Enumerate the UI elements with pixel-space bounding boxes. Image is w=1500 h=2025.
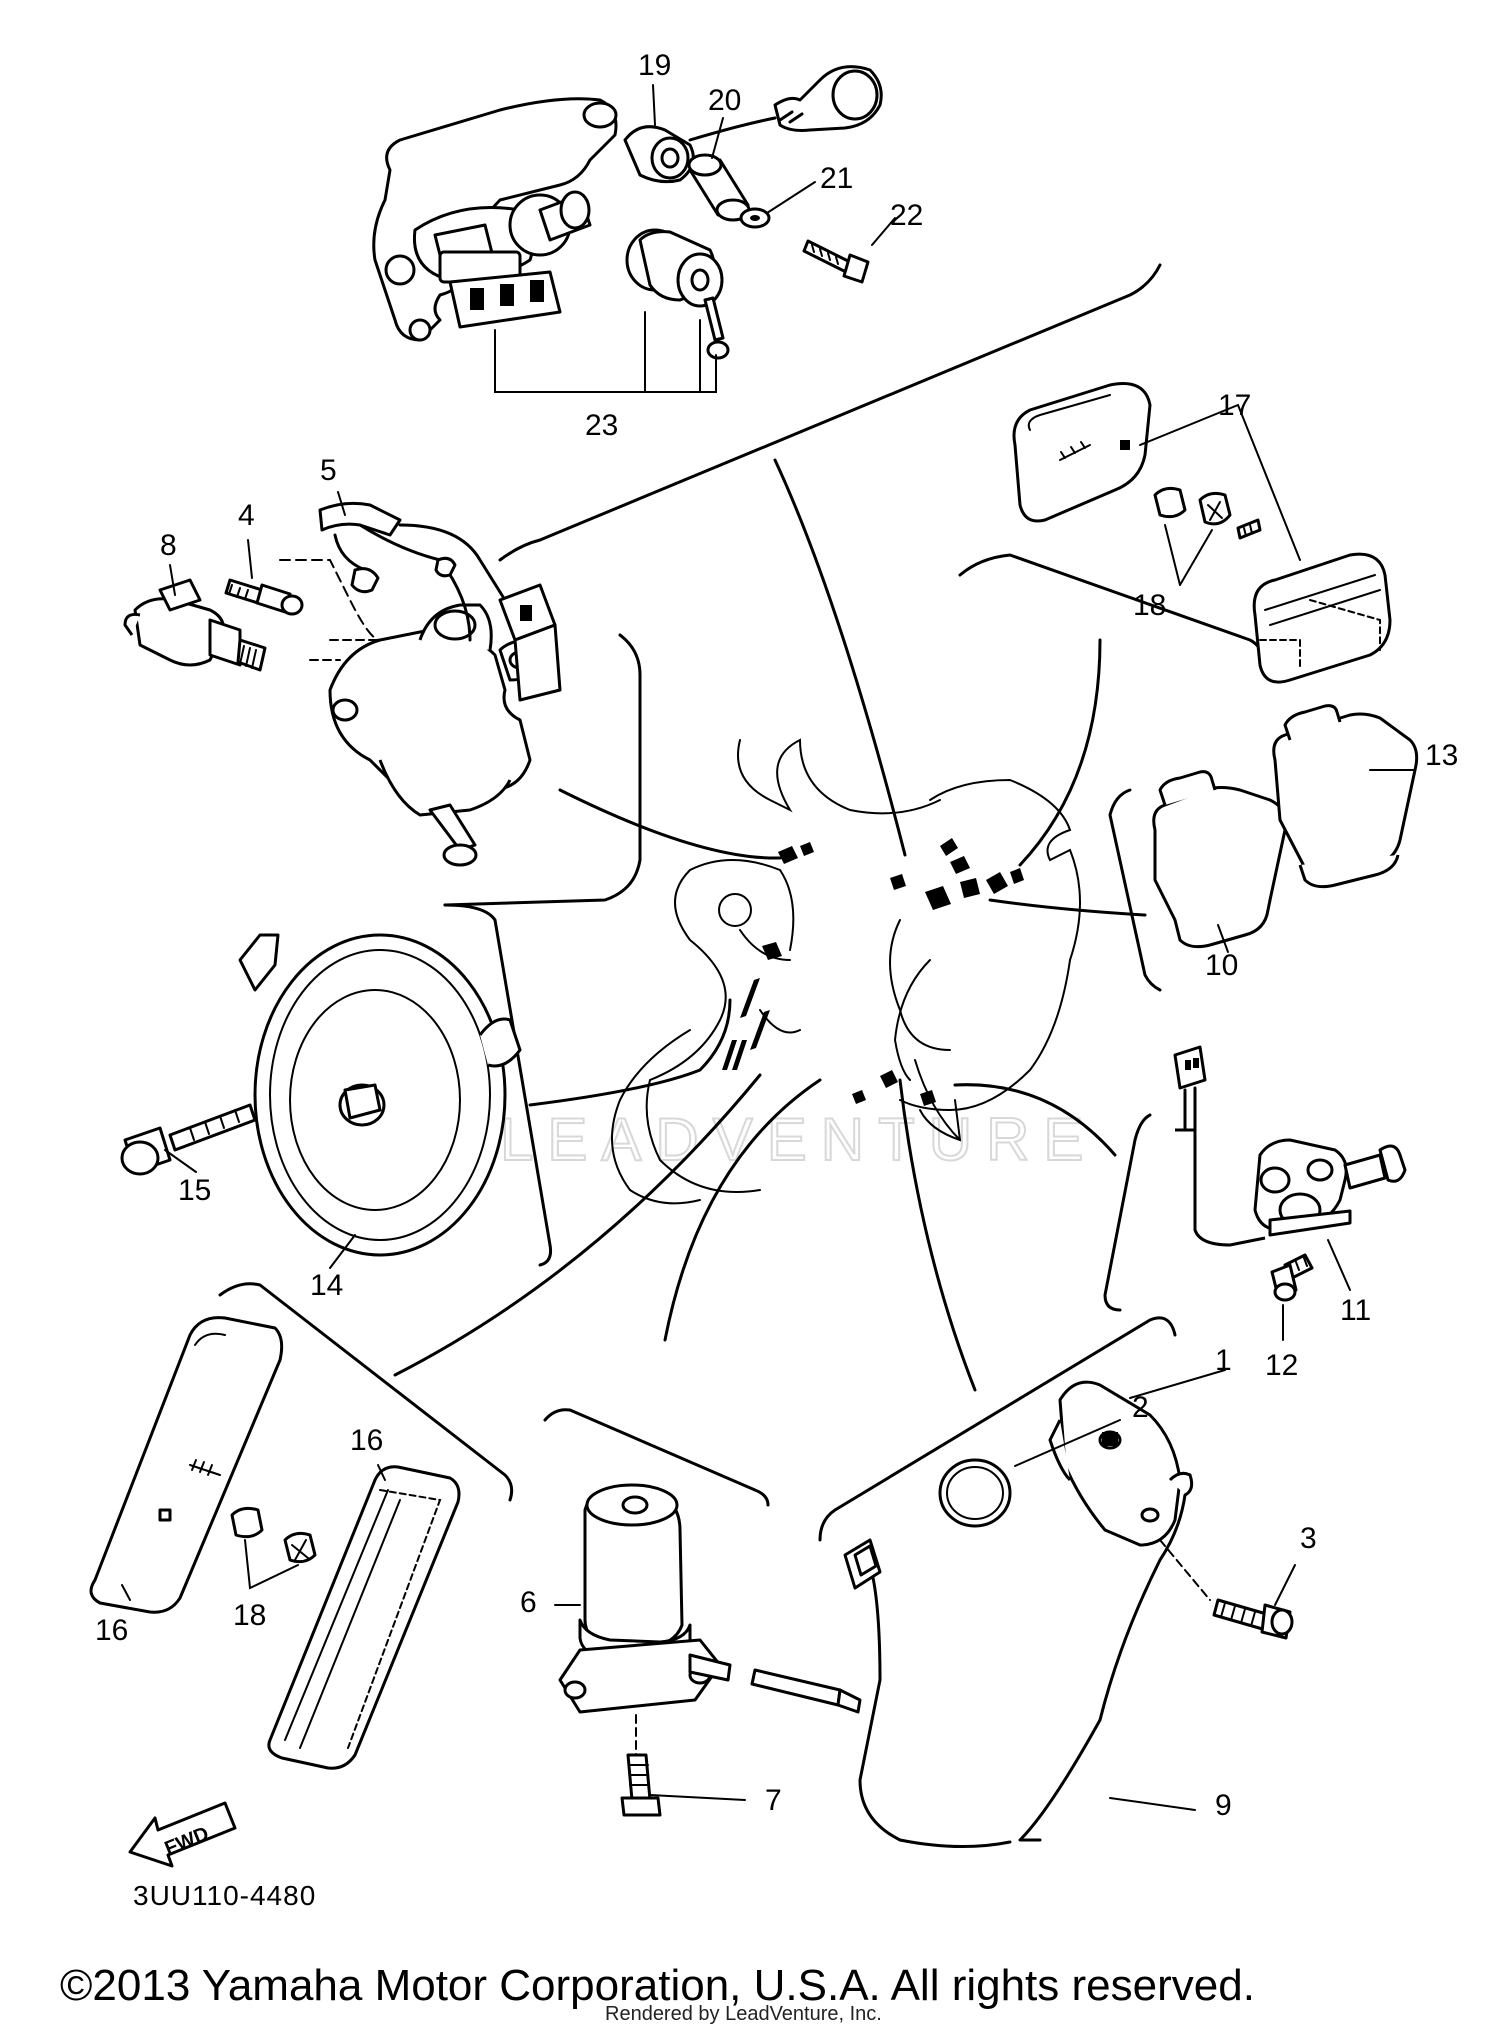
leaders-top bbox=[652, 84, 896, 246]
label-part-21: 21 bbox=[820, 162, 853, 195]
label-part-11: 11 bbox=[1340, 1294, 1371, 1327]
sensor-plate bbox=[843, 1380, 1294, 1849]
label-part-9: 9 bbox=[1215, 1789, 1232, 1822]
label-part-23: 23 bbox=[585, 409, 618, 442]
label-part-22: 22 bbox=[890, 199, 923, 232]
actuator-assembly bbox=[372, 65, 883, 393]
label-part-4: 4 bbox=[238, 499, 255, 532]
label-part-19: 19 bbox=[638, 49, 671, 82]
tail-reflectors bbox=[1012, 382, 1392, 684]
label-part-14: 14 bbox=[310, 1269, 343, 1302]
diagram-code: 3UU110-4480 bbox=[133, 1880, 316, 1911]
copyright-notice: ©2013 Yamaha Motor Corporation, U.S.A. A… bbox=[60, 1961, 1255, 2010]
label-part-18-right: 18 bbox=[1133, 589, 1166, 622]
label-part-2: 2 bbox=[1132, 1391, 1149, 1424]
label-part-12: 12 bbox=[1265, 1349, 1298, 1382]
label-leaders bbox=[121, 491, 1416, 1811]
horn bbox=[120, 933, 522, 1257]
rendered-by-notice: Rendered by LeadVenture, Inc. bbox=[605, 2003, 882, 2025]
watermark-text: LEADVENTURE bbox=[500, 1106, 1097, 1173]
label-part-13: 13 bbox=[1425, 739, 1458, 772]
label-part-15: 15 bbox=[178, 1174, 211, 1207]
label-part-7: 7 bbox=[765, 1784, 782, 1817]
label-part-17: 17 bbox=[1218, 389, 1251, 422]
temperature-sensors bbox=[123, 501, 562, 867]
label-part-20: 20 bbox=[708, 84, 741, 117]
level-sensor bbox=[558, 1483, 862, 1817]
label-part-16-right: 16 bbox=[350, 1424, 383, 1457]
part-labels: 1 2 3 4 5 6 7 8 9 10 11 12 13 14 15 16 1… bbox=[95, 49, 1458, 1822]
label-part-18-left: 18 bbox=[233, 1599, 266, 1632]
label-part-10: 10 bbox=[1205, 949, 1238, 982]
label-part-1: 1 bbox=[1215, 1344, 1232, 1377]
section-brackets bbox=[218, 263, 1264, 1542]
callout-lines bbox=[393, 458, 1147, 1392]
relays bbox=[1152, 704, 1419, 949]
label-part-3: 3 bbox=[1300, 1522, 1317, 1555]
label-part-16-left: 16 bbox=[95, 1614, 128, 1647]
label-part-5: 5 bbox=[320, 454, 337, 487]
position-sensor bbox=[1173, 1045, 1407, 1302]
side-reflectors bbox=[89, 1316, 461, 1770]
harness-connectors bbox=[722, 838, 1024, 1141]
watermark: LEADVENTURE bbox=[499, 1105, 1097, 1174]
label-part-8: 8 bbox=[160, 529, 177, 562]
label-part-6: 6 bbox=[520, 1586, 537, 1619]
forward-arrow: FWD bbox=[128, 1801, 237, 1868]
